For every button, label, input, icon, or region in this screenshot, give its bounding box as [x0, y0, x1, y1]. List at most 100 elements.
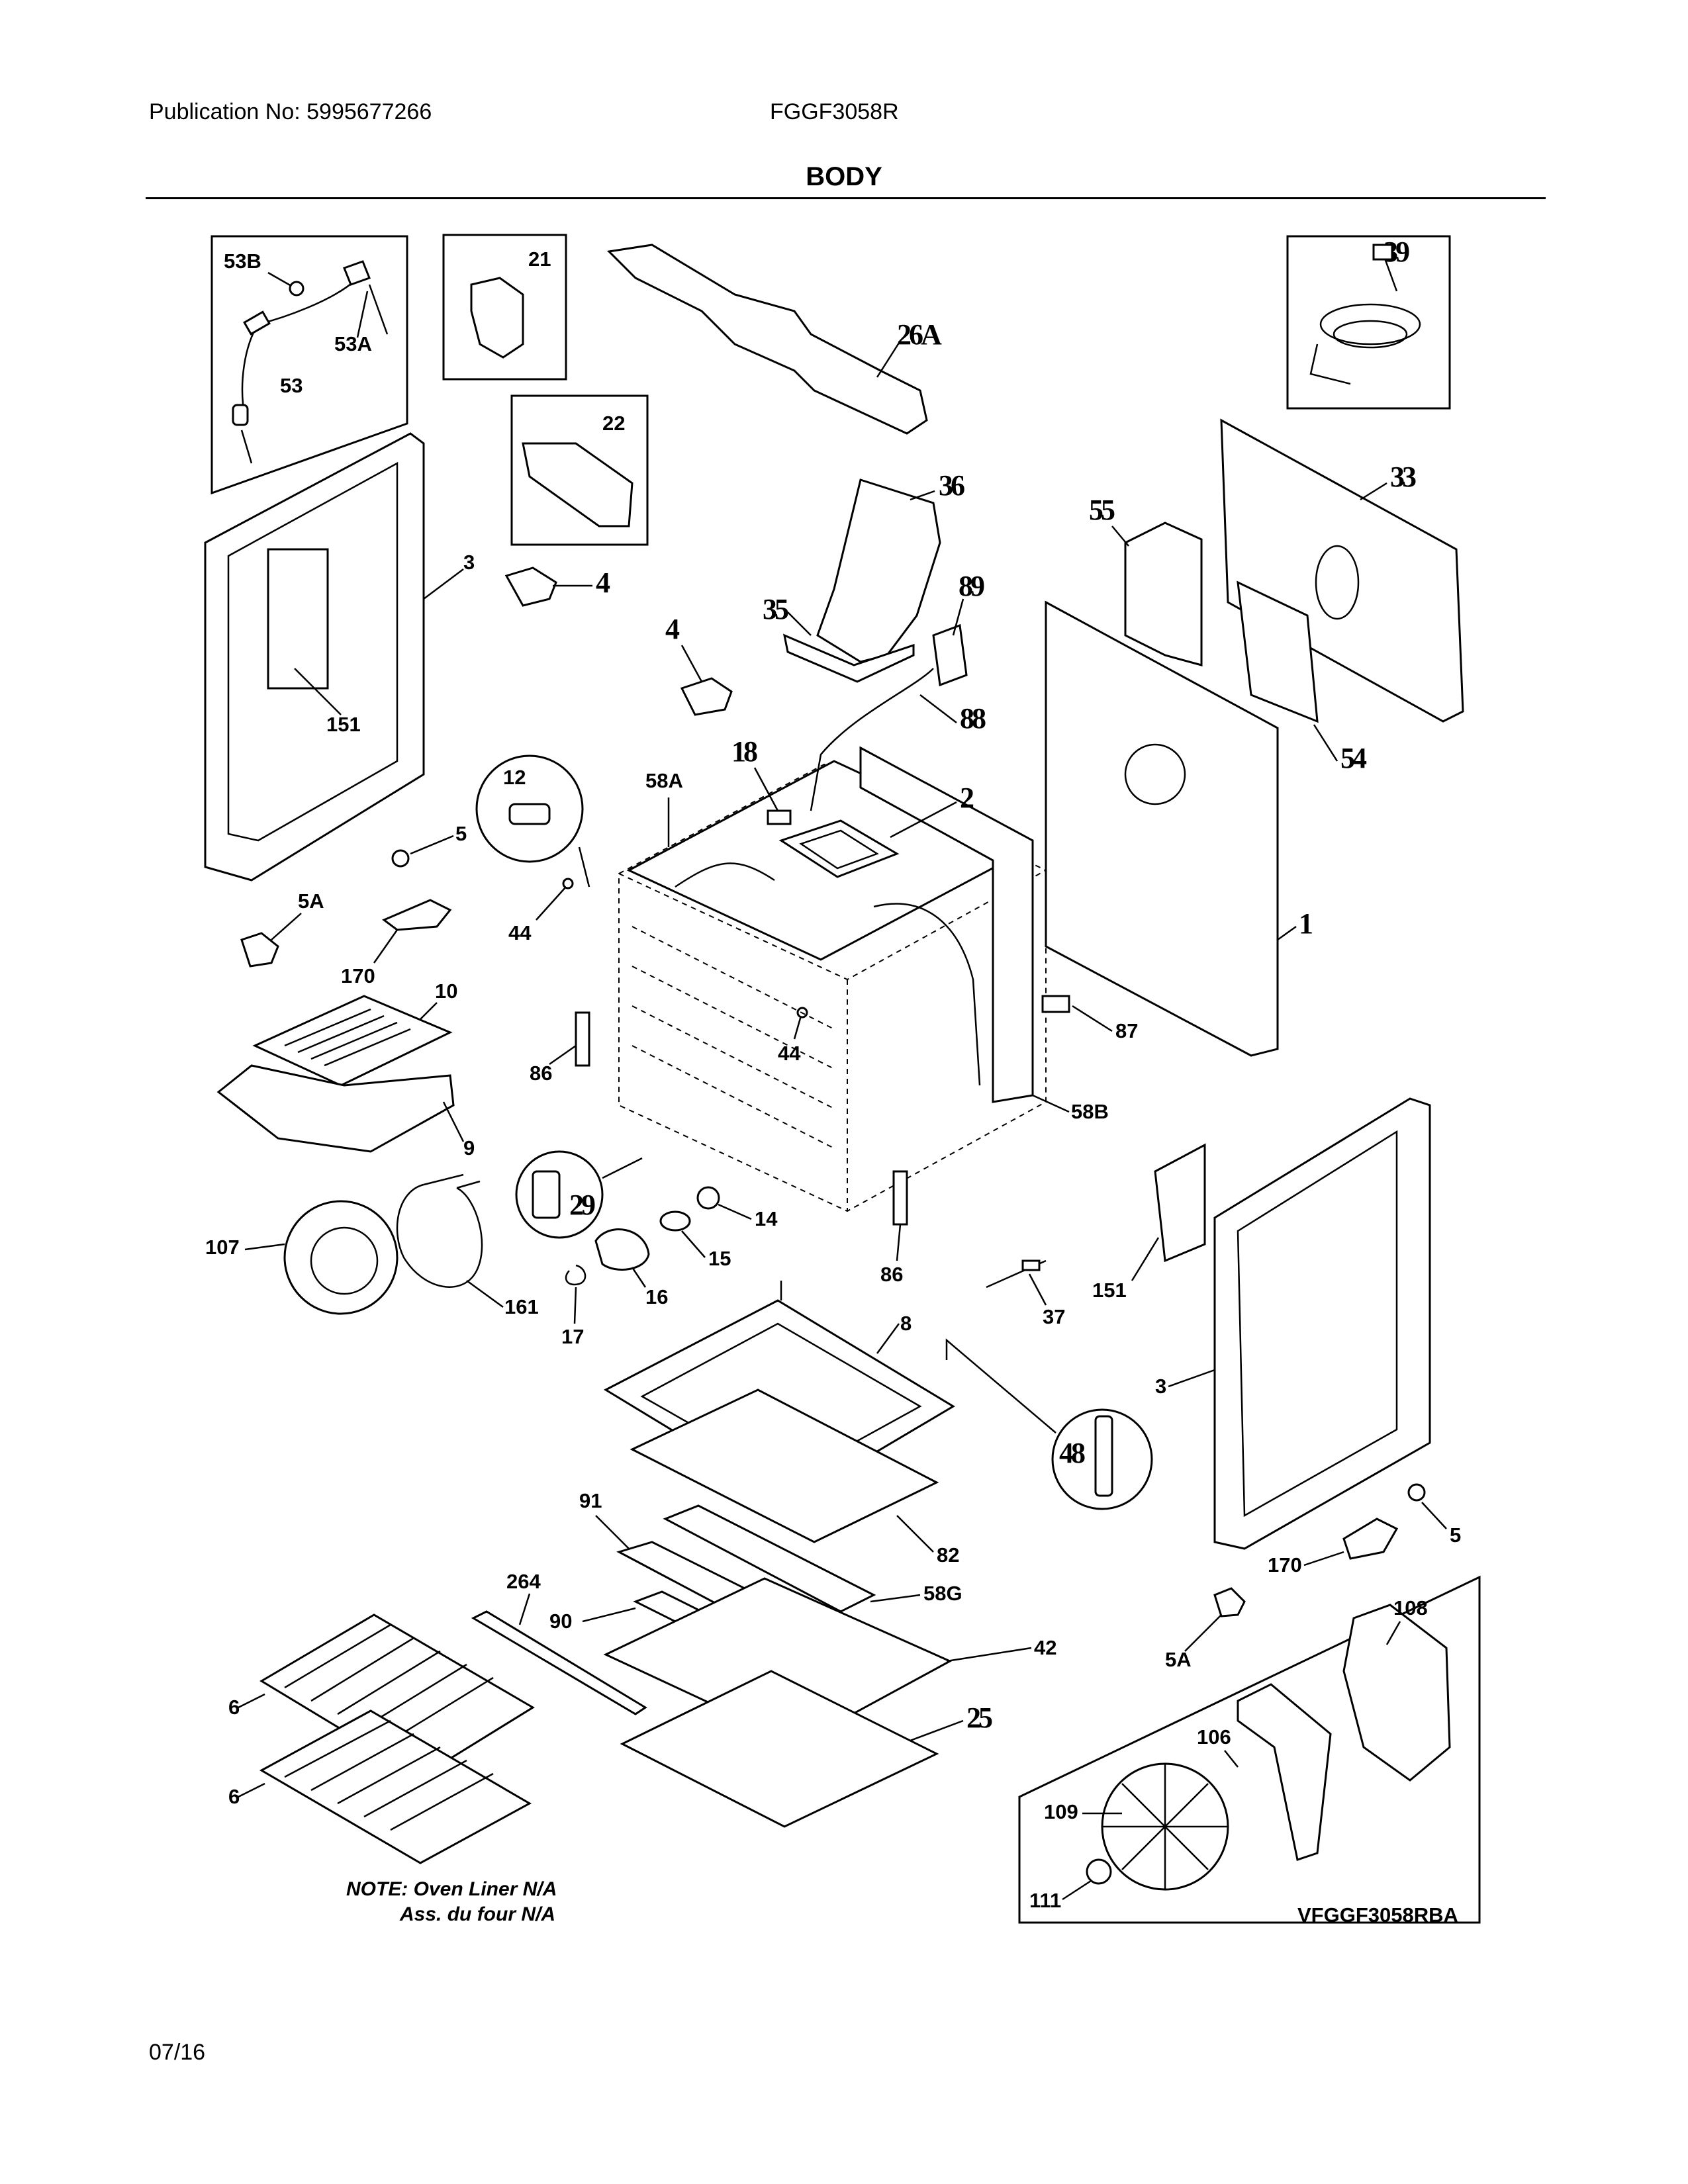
part-151-right-bracket [1154, 1143, 1206, 1263]
part-161-element [396, 1183, 483, 1288]
publication-number: Publication No: 5995677266 [149, 99, 432, 124]
label-33: 33 [1390, 461, 1416, 493]
part-170-bracket-right [1342, 1518, 1399, 1560]
label-58A: 58A [645, 769, 683, 792]
power-cord-coil [1319, 303, 1421, 345]
label-90: 90 [549, 1610, 572, 1633]
part-36-flue-duct [816, 478, 941, 663]
part-22-bracket [522, 442, 633, 527]
label-109: 109 [1044, 1800, 1078, 1823]
part-86-bracket-left [575, 1011, 590, 1067]
part-21-clip [470, 277, 524, 359]
label-42: 42 [1034, 1636, 1056, 1659]
part-106-fan-bracket [1237, 1683, 1332, 1861]
label-48: 48 [1059, 1437, 1085, 1469]
label-91: 91 [579, 1489, 602, 1512]
label-44-center: 44 [778, 1042, 801, 1065]
label-10: 10 [435, 979, 457, 1003]
label-36: 36 [939, 469, 964, 502]
label-53: 53 [280, 374, 303, 397]
part-151-left-bracket [267, 548, 329, 690]
label-264: 264 [506, 1570, 541, 1593]
note-line-2: Ass. du four N/A [400, 1903, 556, 1925]
label-86-right: 86 [880, 1263, 903, 1286]
thermocouple-nut [289, 281, 305, 296]
label-12: 12 [503, 766, 526, 789]
part-16-light-lens [594, 1228, 650, 1271]
label-4-upper: 4 [596, 567, 610, 599]
part-58B-insulation [859, 746, 1034, 1103]
label-89: 89 [959, 570, 984, 602]
part-5-leveler-left [391, 849, 410, 868]
part-1-back-wall [1045, 600, 1279, 1057]
part-87-sensor [1041, 995, 1070, 1013]
label-58G: 58G [923, 1582, 962, 1605]
label-53B: 53B [224, 250, 261, 273]
part-26A-bracket [606, 244, 928, 435]
label-54: 54 [1340, 742, 1367, 774]
label-21: 21 [528, 248, 551, 271]
thermocouple-fitting [343, 260, 371, 286]
label-170-left: 170 [341, 964, 375, 987]
part-111-fan-nut [1086, 1858, 1112, 1885]
part-2-flue-gasket [778, 819, 900, 878]
label-3-right: 3 [1155, 1375, 1166, 1398]
label-161: 161 [504, 1295, 539, 1318]
part-14-light-socket [696, 1186, 720, 1210]
part-170-bracket-left [382, 899, 452, 931]
part-4-clip-upper [504, 567, 557, 607]
revision-date: 07/16 [149, 2040, 206, 2065]
label-86-left: 86 [530, 1062, 552, 1085]
label-108: 108 [1393, 1596, 1428, 1619]
label-37: 37 [1043, 1305, 1065, 1328]
label-151-right: 151 [1092, 1279, 1127, 1302]
part-6-oven-rack-lower [259, 1709, 532, 1864]
part-33-rear-panel [1220, 418, 1464, 723]
label-82: 82 [937, 1543, 959, 1567]
part-58G-insulation [663, 1504, 876, 1613]
note-line-1: NOTE: Oven Liner N/A [346, 1878, 557, 1900]
part-86-bracket-right [892, 1170, 908, 1226]
label-8: 8 [900, 1312, 912, 1335]
part-264-strip [471, 1610, 647, 1715]
part-15-light-bulb [659, 1210, 691, 1232]
inset-box-39 [1286, 235, 1451, 410]
label-6-lower: 6 [228, 1785, 240, 1808]
label-14: 14 [755, 1207, 778, 1230]
thermocouple-bulb [243, 310, 271, 336]
label-151-left: 151 [326, 713, 361, 736]
part-55-cover [1124, 522, 1203, 666]
label-5-left: 5 [455, 822, 467, 845]
section-title: BODY [806, 162, 882, 191]
part-89-bracket [932, 623, 968, 687]
label-22: 22 [602, 412, 625, 435]
label-16: 16 [645, 1285, 668, 1308]
label-58B: 58B [1071, 1100, 1109, 1123]
part-17-lens-clip [565, 1264, 586, 1286]
part-54-shield [1237, 580, 1319, 723]
label-87: 87 [1115, 1019, 1138, 1042]
thermocouple-probe [240, 430, 253, 464]
label-1: 1 [1299, 907, 1312, 940]
part-35-flue-base [782, 633, 915, 683]
label-55: 55 [1089, 494, 1115, 526]
label-26A: 26A [897, 318, 942, 351]
part-4-clip-lower [680, 677, 733, 716]
label-3-left: 3 [463, 551, 475, 574]
label-5A-right: 5A [1165, 1648, 1192, 1671]
header-rule [146, 197, 1546, 199]
label-107: 107 [205, 1236, 240, 1259]
power-cord-plug [1372, 244, 1393, 261]
label-106: 106 [1197, 1725, 1231, 1749]
part-107-fan-cover [283, 1200, 399, 1315]
label-2: 2 [960, 782, 974, 814]
label-29: 29 [569, 1189, 595, 1221]
thermocouple-tip [232, 404, 249, 426]
diagram-reference-code: VFGGF3058RBA [1297, 1903, 1458, 1927]
model-number: FGGF3058R [770, 99, 899, 124]
part-88-wire [810, 668, 934, 811]
part-25-bottom-panel [620, 1670, 939, 1828]
label-17: 17 [561, 1325, 584, 1348]
label-25: 25 [966, 1702, 992, 1734]
